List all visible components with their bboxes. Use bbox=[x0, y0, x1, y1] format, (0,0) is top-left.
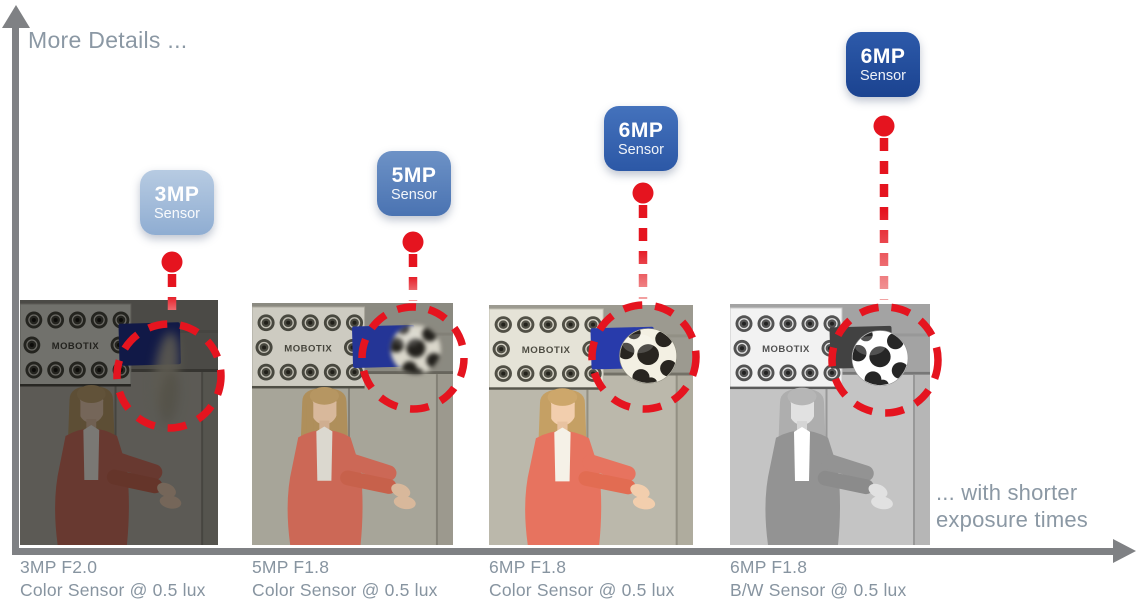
y-axis-line bbox=[12, 26, 19, 555]
photo-scene: MOBOTIX bbox=[252, 303, 453, 545]
sensor-badge-6mp-color: 6MP Sensor bbox=[604, 106, 678, 171]
x-axis-label-line2: exposure times bbox=[936, 507, 1088, 532]
x-axis-line bbox=[12, 548, 1114, 555]
sample-photo-5mp: MOBOTIX bbox=[252, 303, 453, 545]
x-axis-label: ... with shorter exposure times bbox=[936, 479, 1088, 533]
y-axis-label: More Details ... bbox=[28, 27, 188, 53]
badge-mp-label: 6MP bbox=[860, 44, 906, 68]
badge-sensor-label: Sensor bbox=[154, 205, 200, 222]
mobotix-test-board: MOBOTIX bbox=[252, 306, 366, 389]
photo-caption-3mp: 3MP F2.0 Color Sensor @ 0.5 lux bbox=[20, 556, 206, 602]
woman-figure bbox=[55, 385, 182, 545]
mobotix-test-board: MOBOTIX bbox=[20, 303, 132, 387]
svg-text:MOBOTIX: MOBOTIX bbox=[522, 345, 571, 356]
x-axis-label-line1: ... with shorter bbox=[936, 480, 1078, 505]
badge-mp-label: 6MP bbox=[618, 118, 664, 142]
photo-scene: MOBOTIX bbox=[730, 304, 930, 545]
mobotix-test-board: MOBOTIX bbox=[489, 308, 604, 390]
sample-photo-3mp: MOBOTIX bbox=[20, 300, 218, 545]
sensor-badge-6mp-bw: 6MP Sensor bbox=[846, 32, 920, 97]
caption-line2: Color Sensor @ 0.5 lux bbox=[489, 580, 675, 600]
svg-text:MOBOTIX: MOBOTIX bbox=[52, 341, 99, 352]
photo-caption-6mp-bw: 6MP F1.8 B/W Sensor @ 0.5 lux bbox=[730, 556, 906, 602]
badge-mp-label: 3MP bbox=[154, 182, 200, 206]
sensor-badge-5mp: 5MP Sensor bbox=[377, 151, 451, 216]
x-axis-arrow-icon bbox=[1113, 539, 1136, 563]
connector-dot bbox=[161, 251, 183, 273]
mobotix-test-board: MOBOTIX bbox=[730, 307, 843, 390]
badge-mp-label: 5MP bbox=[391, 163, 437, 187]
badge-sensor-label: Sensor bbox=[391, 186, 437, 203]
photo-scene: MOBOTIX bbox=[20, 300, 218, 545]
sample-photo-6mp-bw: MOBOTIX bbox=[730, 304, 930, 545]
caption-line1: 3MP F2.0 bbox=[20, 557, 98, 577]
caption-line1: 6MP F1.8 bbox=[489, 557, 567, 577]
svg-text:MOBOTIX: MOBOTIX bbox=[762, 343, 810, 354]
photo-scene: MOBOTIX bbox=[489, 305, 693, 545]
woman-figure bbox=[525, 388, 656, 545]
y-axis-arrow-icon bbox=[2, 5, 30, 28]
woman-figure bbox=[765, 387, 893, 545]
sample-photo-6mp-color: MOBOTIX bbox=[489, 305, 693, 545]
caption-line2: B/W Sensor @ 0.5 lux bbox=[730, 580, 907, 600]
connector-dot bbox=[402, 231, 424, 253]
caption-line2: Color Sensor @ 0.5 lux bbox=[252, 580, 438, 600]
badge-sensor-label: Sensor bbox=[860, 67, 906, 84]
sensor-badge-3mp: 3MP Sensor bbox=[140, 170, 214, 235]
svg-text:MOBOTIX: MOBOTIX bbox=[284, 343, 332, 354]
photo-caption-6mp-color: 6MP F1.8 Color Sensor @ 0.5 lux bbox=[489, 556, 675, 602]
caption-line1: 5MP F1.8 bbox=[252, 557, 330, 577]
badge-sensor-label: Sensor bbox=[618, 141, 664, 158]
connector-dot bbox=[873, 115, 895, 137]
photo-caption-5mp: 5MP F1.8 Color Sensor @ 0.5 lux bbox=[252, 556, 438, 602]
caption-line1: 6MP F1.8 bbox=[730, 557, 808, 577]
caption-line2: Color Sensor @ 0.5 lux bbox=[20, 580, 206, 600]
connector-dot bbox=[632, 182, 654, 204]
woman-figure bbox=[287, 386, 416, 545]
